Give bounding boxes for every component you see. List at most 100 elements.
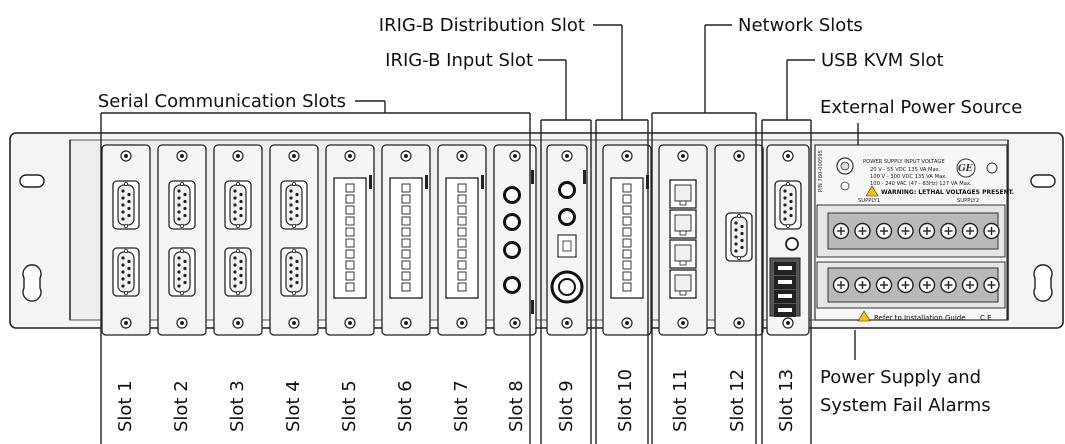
screw-icon xyxy=(176,317,188,329)
terminal-screw-icon xyxy=(832,222,850,240)
callout-serial-comm: Serial Communication Slots xyxy=(98,91,346,112)
db9-serial-port xyxy=(774,180,802,230)
usb-port xyxy=(774,276,796,289)
slot-label-8: Slot 8 xyxy=(506,380,527,432)
screw-icon xyxy=(561,150,573,162)
terminal-screw-icon xyxy=(854,276,871,294)
supply2-label: SUPPLY2 xyxy=(957,198,979,204)
screw-icon xyxy=(509,317,521,329)
screw-icon xyxy=(733,317,745,329)
slot-card-1 xyxy=(101,144,151,336)
screw-icon xyxy=(456,150,468,162)
caution-icon xyxy=(857,310,871,322)
screw-icon xyxy=(120,317,132,329)
status-led-icon xyxy=(785,237,799,251)
callout-power-alarms-2: System Fail Alarms xyxy=(820,395,991,416)
terminal-screw-icon xyxy=(832,276,850,294)
ground-symbol-icon xyxy=(840,181,850,191)
terminal-screw-icon xyxy=(961,276,979,294)
slot-label-12: Slot 12 xyxy=(727,369,748,432)
bnc-connector xyxy=(503,276,521,294)
callout-usb-kvm: USB KVM Slot xyxy=(821,50,944,71)
ethernet-port xyxy=(669,179,697,209)
ce-mark: C E xyxy=(980,314,992,322)
usb-port xyxy=(774,262,796,275)
screw-icon xyxy=(733,150,745,162)
brand-text: GE xyxy=(958,164,973,174)
terminal-screw-icon xyxy=(940,222,957,240)
db9-serial-port xyxy=(168,180,196,230)
warning-icon xyxy=(865,185,879,197)
terminal-strip xyxy=(610,177,644,299)
bnc-connector xyxy=(503,241,521,259)
terminal-screw-icon xyxy=(961,222,979,240)
screw-icon xyxy=(782,317,794,329)
slot-label-7: Slot 7 xyxy=(451,380,472,432)
slot-cards xyxy=(101,144,810,336)
slot-label-3: Slot 3 xyxy=(227,380,248,432)
slot-label-9: Slot 9 xyxy=(556,380,577,432)
callout-irigb-input: IRIG-B Input Slot xyxy=(385,50,533,71)
install-guide-text: Refer to Installation Guide xyxy=(874,314,966,322)
db9-serial-port xyxy=(280,180,308,230)
bnc-connector xyxy=(558,181,576,199)
warning-text: WARNING: LETHAL VOLTAGES PRESENT. xyxy=(881,189,1014,196)
terminal-screw-icon xyxy=(897,222,914,240)
slot-card-6 xyxy=(381,144,431,336)
slot-label-13: Slot 13 xyxy=(776,369,797,432)
slot-card-7 xyxy=(437,144,487,336)
callout-irigb-distribution: IRIG-B Distribution Slot xyxy=(379,15,585,36)
callout-brackets xyxy=(100,24,859,444)
db9-serial-port xyxy=(112,180,140,230)
slot-label-1: Slot 1 xyxy=(115,380,136,432)
terminal-strip xyxy=(333,177,367,299)
screw-icon xyxy=(288,317,300,329)
terminal-screw-icon xyxy=(897,276,914,294)
power-title: POWER SUPPLY INPUT VOLTAGE xyxy=(863,159,945,165)
bnc-connector xyxy=(503,186,521,204)
power-line-2: 100 V - 300 VDC 135 VA Max. xyxy=(870,174,947,180)
bnc-connector xyxy=(503,213,521,231)
terminal-screw-icon xyxy=(875,276,893,294)
screw-icon xyxy=(344,317,356,329)
slot-label-4: Slot 4 xyxy=(283,380,304,432)
slot-label-10: Slot 10 xyxy=(615,369,636,432)
slot-card-13 xyxy=(766,144,810,336)
db9-serial-port xyxy=(725,212,753,262)
ethernet-port xyxy=(669,239,697,269)
db9-serial-port xyxy=(168,247,196,297)
ethernet-port xyxy=(669,209,697,239)
supply1-label: SUPPLY1 xyxy=(858,198,880,204)
screw-icon xyxy=(120,150,132,162)
screw-icon xyxy=(677,150,689,162)
power-line-3: 100 - 240 VAC (47 - 63Hz) 127 VA Max. xyxy=(870,181,972,187)
screw-icon xyxy=(400,150,412,162)
slot-card-2 xyxy=(157,144,207,336)
callout-network-slots: Network Slots xyxy=(738,15,863,36)
terminal-screw-icon xyxy=(918,222,936,240)
slot-card-12 xyxy=(714,144,764,336)
terminal-strip xyxy=(389,177,423,299)
screw-icon xyxy=(344,150,356,162)
terminal-screw-icon xyxy=(940,276,957,294)
screw-icon xyxy=(232,317,244,329)
part-number: P/N 780-000595 xyxy=(818,150,824,192)
slot-card-5 xyxy=(325,144,375,336)
coax-input-icon xyxy=(550,270,584,304)
slot-card-4 xyxy=(269,144,319,336)
rack-ear-right xyxy=(1030,174,1056,302)
slot-label-5: Slot 5 xyxy=(339,380,360,432)
terminal-strip xyxy=(445,177,479,299)
ge-logo-icon xyxy=(956,158,976,178)
screw-icon xyxy=(986,162,998,174)
screw-icon xyxy=(232,150,244,162)
slot-label-11: Slot 11 xyxy=(670,369,691,432)
power-line-1: 20 V - 55 VDC 135 VA Max. xyxy=(870,167,941,173)
terminal-screw-icon xyxy=(983,276,1000,294)
terminal-screw-icon xyxy=(875,222,893,240)
ethernet-port xyxy=(669,269,697,299)
db9-serial-port xyxy=(280,247,308,297)
screw-icon xyxy=(782,150,794,162)
db9-serial-port xyxy=(224,247,252,297)
